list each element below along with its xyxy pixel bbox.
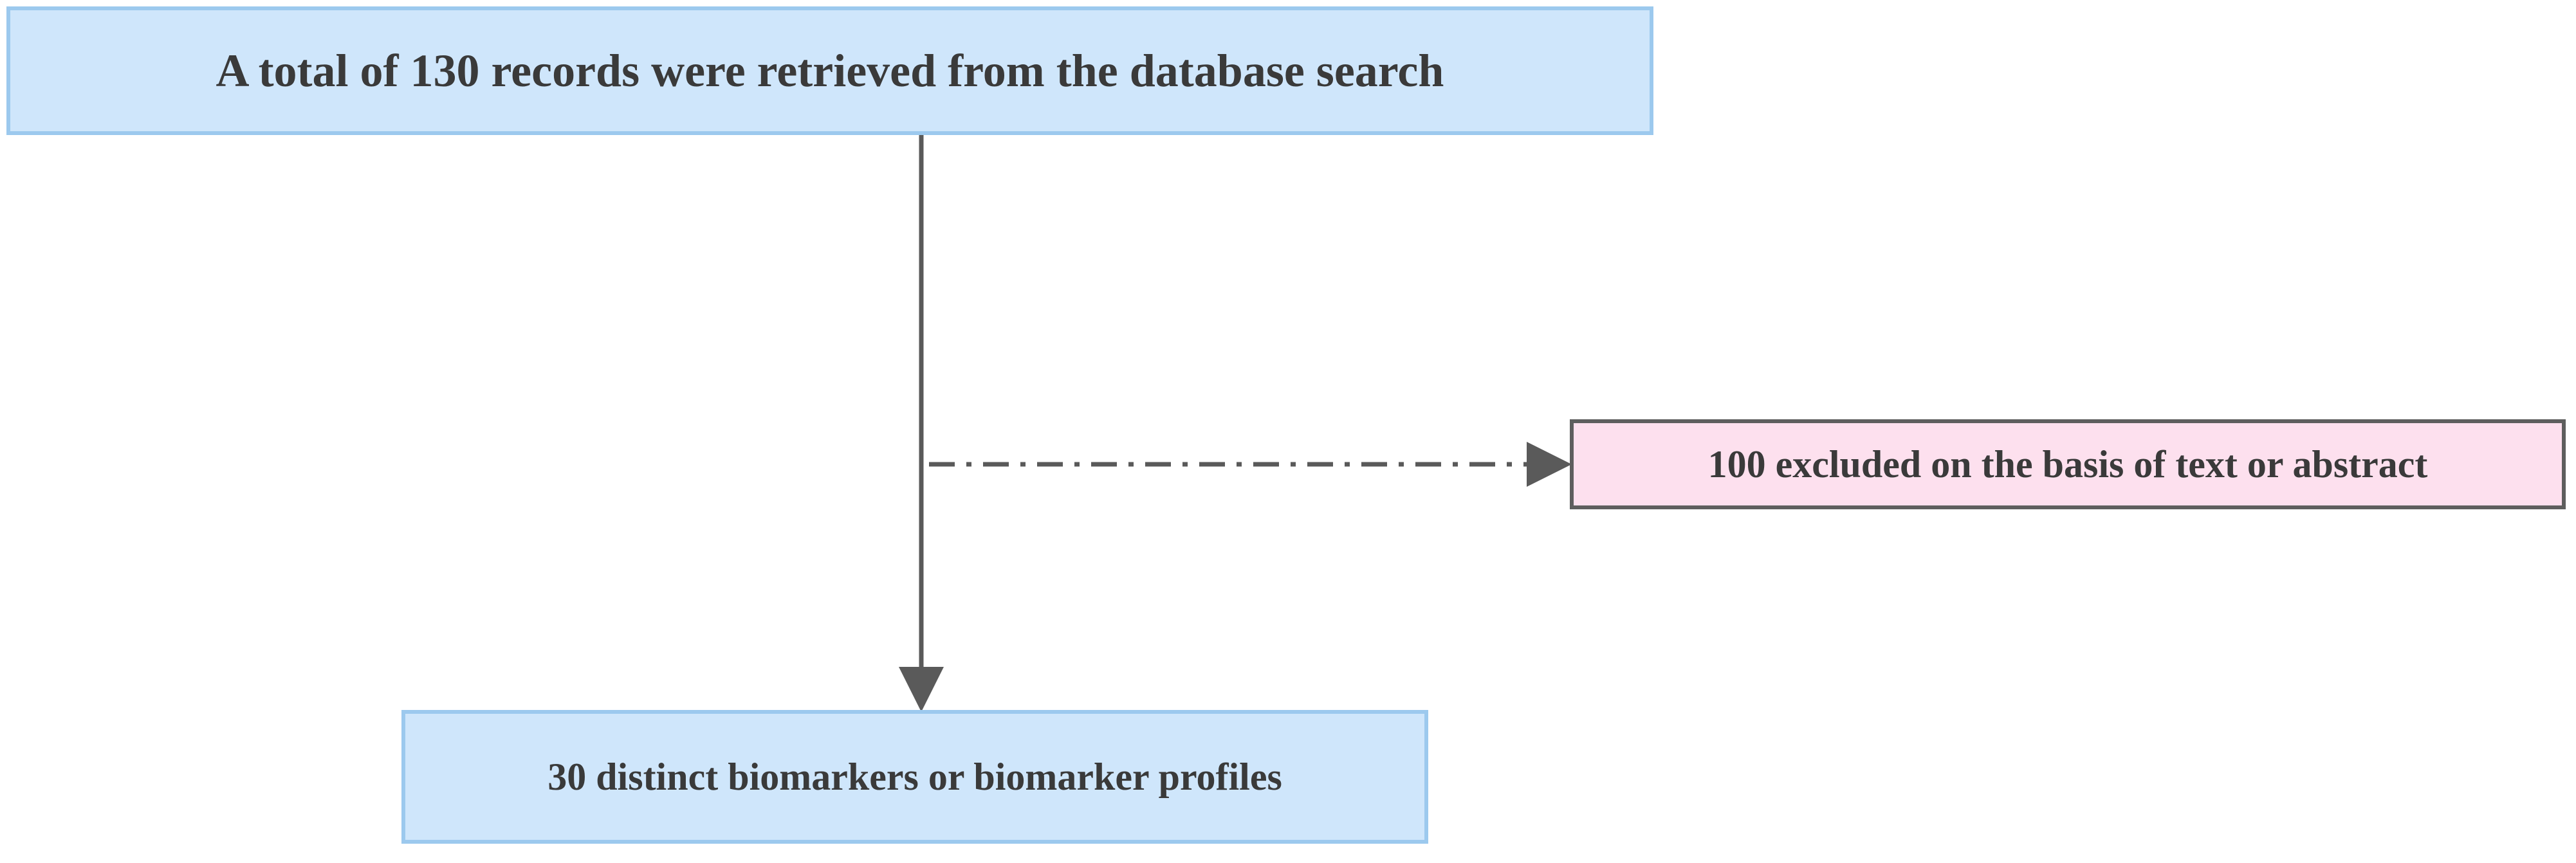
excluded-records-box: 100 excluded on the basis of text or abs… bbox=[1570, 419, 2566, 509]
included-biomarkers-box: 30 distinct biomarkers or biomarker prof… bbox=[401, 710, 1428, 844]
records-retrieved-box: A total of 130 records were retrieved fr… bbox=[6, 6, 1653, 135]
